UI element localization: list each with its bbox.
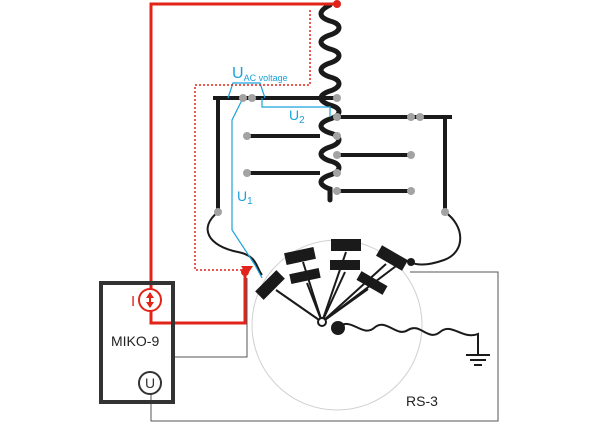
current-wires — [149, 2, 337, 325]
tap-leads — [213, 96, 452, 212]
voltmeter-symbol: U — [145, 375, 155, 391]
voltage-sense-wire-left — [175, 278, 248, 358]
switch-output-node — [407, 258, 415, 266]
measurement-wires — [150, 271, 499, 422]
u2-label: U2 — [289, 107, 305, 126]
u1-sub: 1 — [247, 196, 253, 207]
selector-arms — [275, 251, 405, 323]
u-ac-voltage-label: UAC voltage — [232, 65, 288, 83]
flex-lead-left — [206, 211, 263, 276]
ammeter-icon — [138, 288, 162, 312]
selector-contact-1 — [255, 270, 285, 300]
selector-pivot — [317, 317, 327, 327]
voltmeter-icon: U — [138, 371, 162, 395]
ground-lead — [337, 322, 479, 355]
current-path-dotted-top — [194, 10, 311, 271]
u2-main: U — [289, 107, 299, 123]
voltage-sense-wire-return — [150, 271, 499, 422]
u1-main: U — [237, 188, 247, 204]
selector-contact-5 — [289, 267, 321, 285]
u1-wire — [231, 97, 263, 279]
selector-contact-4 — [376, 245, 408, 271]
current-injection-node-top — [333, 0, 341, 8]
current-label: I — [131, 293, 135, 310]
u-ac-voltage-bracket — [227, 82, 266, 99]
flex-lead-right — [409, 211, 462, 266]
u-ac-sub: AC voltage — [244, 73, 288, 83]
ground-icon — [466, 354, 490, 366]
selector-contact-6 — [330, 260, 360, 270]
u-ac-main: U — [232, 65, 244, 82]
u2-wire — [261, 98, 331, 117]
instrument-name-label: MIKO-9 — [111, 333, 159, 349]
terminals — [214, 94, 449, 216]
current-arrow-icon — [241, 266, 253, 275]
current-wire-top — [149, 2, 337, 325]
switch-name-label: RS-3 — [406, 393, 438, 409]
selector-ground-node — [331, 321, 345, 335]
transformer-winding — [318, 2, 342, 203]
u1-label: U1 — [237, 188, 253, 207]
u2-sub: 2 — [299, 115, 305, 126]
selector-contact-3 — [331, 239, 361, 251]
miko-9-instrument — [99, 281, 175, 404]
selector-contact-2 — [284, 247, 316, 265]
voltage-wires — [227, 82, 331, 279]
